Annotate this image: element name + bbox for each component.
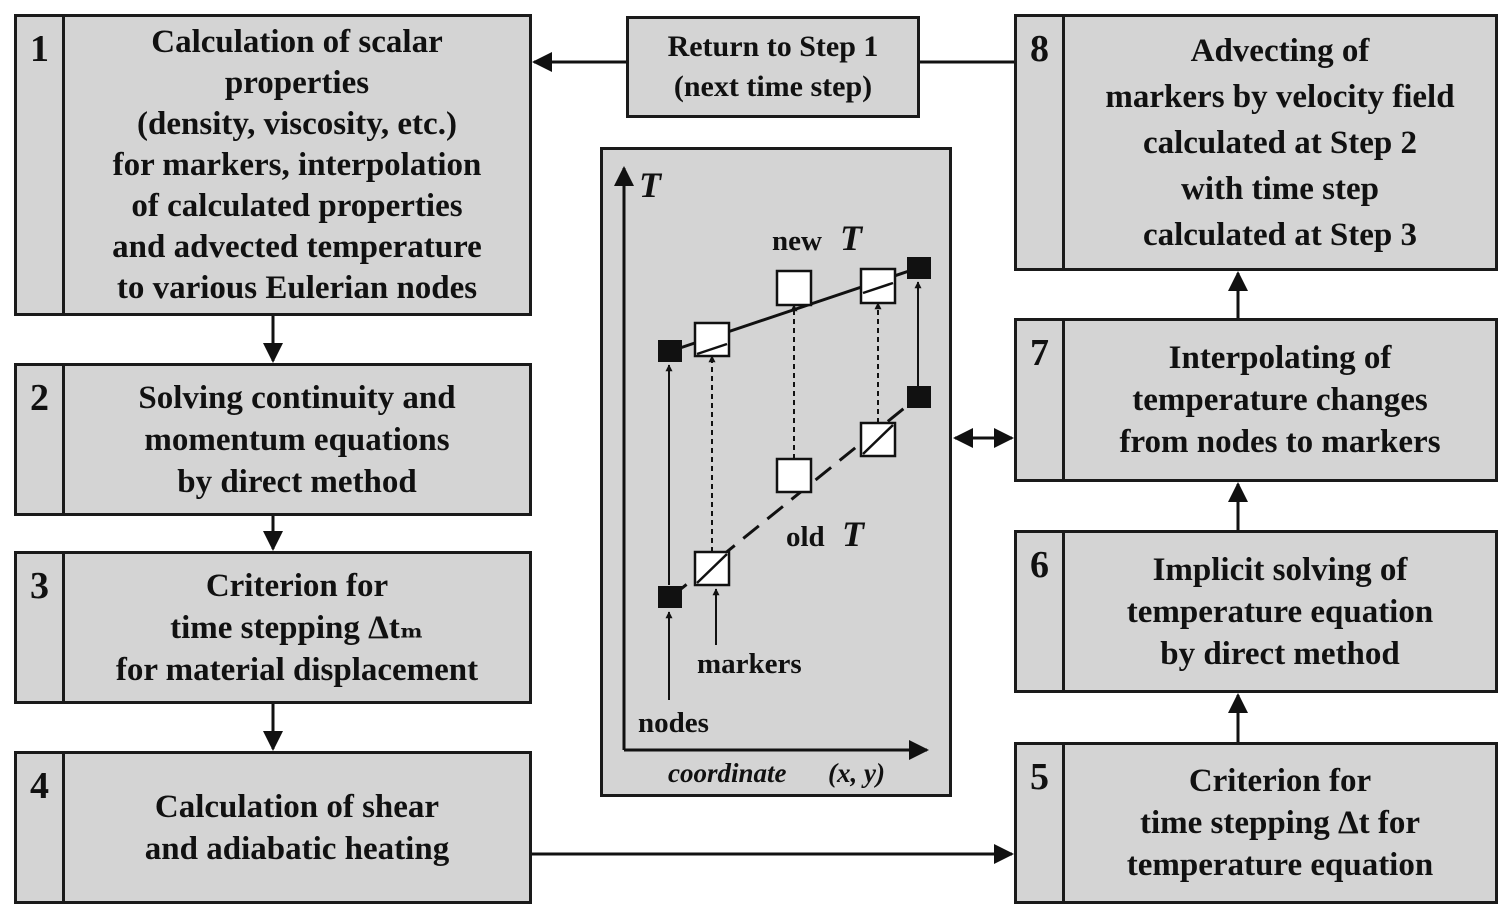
step-number: 2 bbox=[17, 366, 65, 513]
step-line: and advected temperature bbox=[112, 228, 482, 265]
step-line: temperature equation bbox=[1126, 593, 1434, 630]
step-line: temperature equation bbox=[1126, 847, 1434, 883]
step-line: time stepping Δtₘ bbox=[170, 609, 424, 646]
step-line: Advecting of bbox=[1190, 32, 1370, 69]
step-line: calculated at Step 3 bbox=[1142, 216, 1418, 253]
step-2-box: 2 Solving continuity and momentum equati… bbox=[14, 363, 532, 516]
step-text: Interpolating of temperature changes fro… bbox=[1065, 321, 1495, 479]
step-line: Implicit solving of bbox=[1152, 551, 1408, 588]
step-text: Criterion for time stepping Δt for tempe… bbox=[1065, 745, 1495, 901]
marker-cross-line bbox=[696, 553, 728, 584]
step-6-box: 6 Implicit solving of temperature equati… bbox=[1014, 530, 1498, 693]
step-line: (density, viscosity, etc.) bbox=[137, 105, 457, 142]
step-text: Implicit solving of temperature equation… bbox=[1065, 533, 1495, 690]
step-line: Calculation of shear bbox=[154, 788, 440, 825]
step-text: Calculation of shear and adiabatic heati… bbox=[65, 754, 529, 901]
x-axis-label: coordinate bbox=[668, 758, 787, 788]
step-line: by direct method bbox=[1160, 635, 1400, 672]
step-line: for markers, interpolation bbox=[112, 146, 482, 183]
step-line: properties bbox=[224, 64, 370, 101]
step-number: 7 bbox=[1017, 321, 1065, 479]
step-8-box: 8 Advecting of markers by velocity field… bbox=[1014, 14, 1498, 271]
step-text: Criterion for time stepping Δtₘ for mate… bbox=[65, 554, 529, 701]
step-text: Calculation of scalar properties (densit… bbox=[65, 17, 529, 313]
step-number: 1 bbox=[17, 17, 65, 313]
step-line: with time step bbox=[1181, 170, 1379, 207]
node-square bbox=[658, 340, 682, 362]
node-square bbox=[907, 386, 931, 408]
old-t-symbol: T bbox=[842, 514, 866, 554]
marker-square bbox=[693, 321, 731, 358]
step-4-box: 4 Calculation of shear and adiabatic hea… bbox=[14, 751, 532, 904]
step-line: from nodes to markers bbox=[1119, 424, 1441, 460]
step-line: temperature changes bbox=[1132, 382, 1428, 418]
step-line: Criterion for bbox=[205, 567, 389, 604]
node-square bbox=[658, 586, 682, 608]
step-line: Criterion for bbox=[1188, 763, 1372, 799]
step-line: Solving continuity and bbox=[138, 379, 456, 416]
step-line: calculated at Step 2 bbox=[1142, 124, 1418, 161]
step-line: and adiabatic heating bbox=[144, 830, 450, 867]
new-t-symbol: T bbox=[840, 218, 864, 258]
marker-square bbox=[775, 269, 813, 307]
step-1-box: 1 Calculation of scalar properties (dens… bbox=[14, 14, 532, 316]
step-line: momentum equations bbox=[144, 421, 450, 458]
step-line: Interpolating of bbox=[1168, 340, 1392, 376]
step-7-box: 7 Interpolating of temperature changes f… bbox=[1014, 318, 1498, 482]
step-number: 8 bbox=[1017, 17, 1065, 268]
x-axis-vars: (x, y) bbox=[828, 758, 885, 788]
return-line-1: Return to Step 1 bbox=[667, 30, 879, 63]
return-line-2: (next time step) bbox=[673, 70, 873, 103]
step-number: 5 bbox=[1017, 745, 1065, 901]
step-line: by direct method bbox=[177, 463, 417, 500]
y-axis-label: T bbox=[639, 165, 663, 205]
step-3-box: 3 Criterion for time stepping Δtₘ for ma… bbox=[14, 551, 532, 704]
step-line: markers by velocity field bbox=[1105, 78, 1455, 115]
marker-cross-line bbox=[862, 281, 894, 295]
step-line: of calculated properties bbox=[131, 187, 463, 224]
old-label: old bbox=[786, 521, 825, 553]
step-line: Calculation of scalar bbox=[151, 23, 443, 60]
marker-cross-line bbox=[862, 424, 894, 455]
step-text: Advecting of markers by velocity field c… bbox=[1065, 17, 1495, 268]
node-square bbox=[907, 257, 931, 279]
step-number: 4 bbox=[17, 754, 65, 901]
step-line: time stepping Δt for bbox=[1139, 805, 1421, 841]
nodes-label: nodes bbox=[638, 707, 709, 739]
step-number: 6 bbox=[1017, 533, 1065, 690]
step-line: to various Eulerian nodes bbox=[116, 269, 478, 306]
markers-label: markers bbox=[697, 648, 802, 680]
step-text: Solving continuity and momentum equation… bbox=[65, 366, 529, 513]
new-label: new bbox=[772, 225, 822, 257]
marker-square bbox=[775, 457, 813, 494]
marker-cross-line bbox=[696, 342, 728, 356]
step-line: for material displacement bbox=[115, 651, 479, 688]
marker-square bbox=[859, 267, 897, 305]
step-number: 3 bbox=[17, 554, 65, 701]
return-to-step-1-box: Return to Step 1 (next time step) bbox=[626, 16, 920, 118]
step-5-box: 5 Criterion for time stepping Δt for tem… bbox=[1014, 742, 1498, 904]
